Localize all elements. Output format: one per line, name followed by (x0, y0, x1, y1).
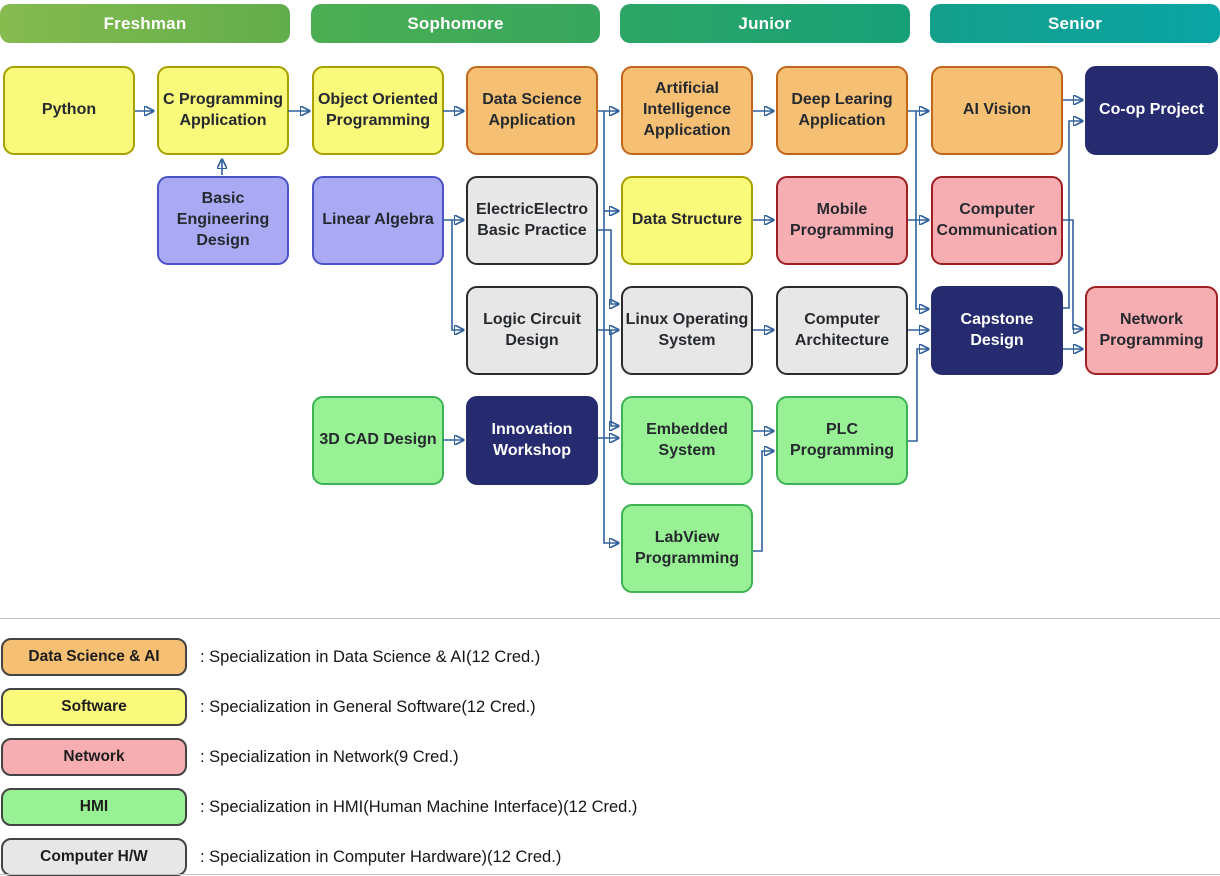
course-mobile-programming: Mobile Programming (776, 176, 908, 265)
course-3d-cad: 3D CAD Design (312, 396, 444, 485)
legend-description-computer-hw: : Specialization in Computer Hardware)(1… (200, 847, 562, 866)
course-computer-communication: Computer Communication (931, 176, 1063, 265)
course-computer-architecture: Computer Architecture (776, 286, 908, 375)
legend-swatch-network: Network (1, 738, 187, 776)
legend-swatch-data-science: Data Science & AI (1, 638, 187, 676)
course-deep-learning-app: Deep Learing Application (776, 66, 908, 155)
course-logic-circuit: Logic Circuit Design (466, 286, 598, 375)
course-electric-electro: ElectricElectro Basic Practice (466, 176, 598, 265)
legend-description-network: : Specialization in Network(9 Cred.) (200, 747, 459, 766)
legend-swatch-hmi: HMI (1, 788, 187, 826)
year-header-sophomore: Sophomore (311, 4, 600, 43)
course-embedded-system: Embedded System (621, 396, 753, 485)
course-ai-application: Artificial Intelligence Application (621, 66, 753, 155)
year-header-junior: Junior (620, 4, 910, 43)
course-data-structure: Data Structure (621, 176, 753, 265)
course-labview-programming: LabView Programming (621, 504, 753, 593)
divider-top (0, 618, 1220, 619)
divider-bottom (0, 874, 1220, 875)
course-linear-algebra: Linear Algebra (312, 176, 444, 265)
course-basic-engineering: Basic Engineering Design (157, 176, 289, 265)
course-capstone-design: Capstone Design (931, 286, 1063, 375)
course-data-science-app: Data Science Application (466, 66, 598, 155)
course-innovation-workshop: Innovation Workshop (466, 396, 598, 485)
course-python: Python (3, 66, 135, 155)
course-c-programming: C Programming Application (157, 66, 289, 155)
course-network-programming: Network Programming (1085, 286, 1218, 375)
course-ai-vision: AI Vision (931, 66, 1063, 155)
legend-description-data-science: : Specialization in Data Science & AI(12… (200, 647, 541, 666)
legend-description-software: : Specialization in General Software(12 … (200, 697, 536, 716)
year-header-senior: Senior (930, 4, 1220, 43)
legend-description-hmi: : Specialization in HMI(Human Machine In… (200, 797, 638, 816)
course-coop-project: Co-op Project (1085, 66, 1218, 155)
legend-swatch-software: Software (1, 688, 187, 726)
year-header-freshman: Freshman (0, 4, 290, 43)
course-object-oriented: Object Oriented Programming (312, 66, 444, 155)
course-plc-programming: PLC Programming (776, 396, 908, 485)
course-linux-os: Linux Operating System (621, 286, 753, 375)
legend-swatch-computer-hw: Computer H/W (1, 838, 187, 876)
